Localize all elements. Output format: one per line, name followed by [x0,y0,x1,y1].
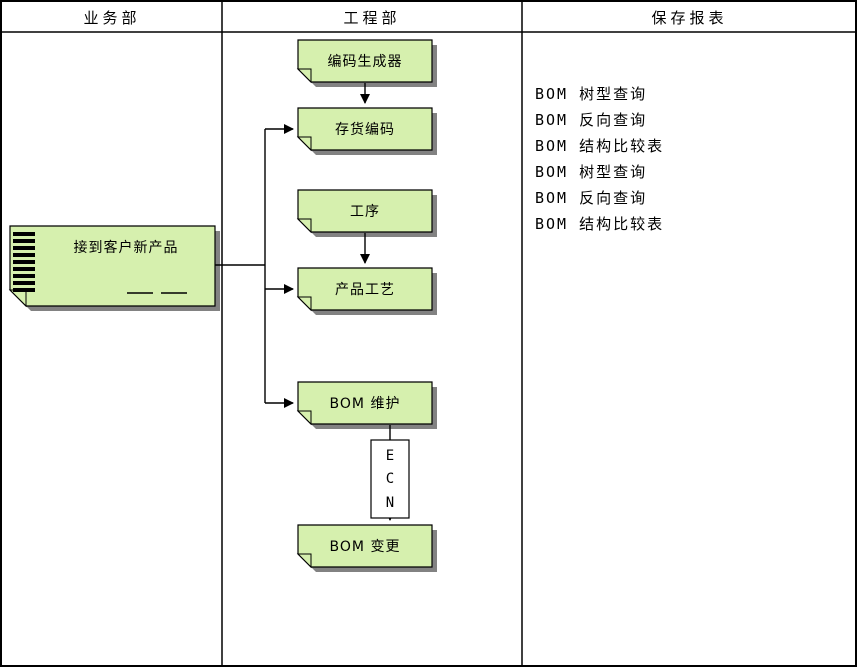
spiral-binding-icon [13,232,35,292]
report-item: BOM 结构比较表 [535,137,665,155]
node-inventory-code-shape [296,107,437,155]
node-code-generator-shape [296,39,437,87]
node-new-product-doc-shape [8,225,220,311]
report-item: BOM 反向查询 [535,111,648,129]
node-process-label: 工序 [350,204,380,220]
node-bom-maintain-label: BOM 维护 [329,396,401,412]
report-item: BOM 结构比较表 [535,215,665,233]
ecn-box-shape [370,439,410,519]
report-item: BOM 反向查询 [535,189,648,207]
node-process-shape [296,189,437,237]
report-item: BOM 树型查询 [535,163,648,181]
node-code-generator-label: 编码生成器 [327,54,403,70]
node-product-craft-label: 产品工艺 [335,282,395,298]
node-bom-change-label: BOM 变更 [329,539,401,555]
ecn-box-label: E C N [371,440,409,518]
node-inventory-code-label: 存货编码 [335,122,395,138]
node-bom-maintain-shape [296,381,437,429]
ecn-letter: N [385,494,395,511]
lane-header-reports: 保存报表 [651,8,728,27]
node-product-craft-shape [296,267,437,315]
ecn-letter: E [385,447,395,464]
report-item: BOM 树型查询 [535,85,648,103]
node-bom-change-shape [296,524,437,572]
node-new-product-doc-label: 接到客户新产品 [73,240,179,256]
lane-header-engineering: 工程部 [343,8,401,27]
lane-header-business: 业务部 [83,8,141,27]
report-list: BOM 树型查询 BOM 反向查询 BOM 结构比较表 BOM 树型查询 BOM… [535,81,664,237]
ecn-letter: C [385,471,395,487]
